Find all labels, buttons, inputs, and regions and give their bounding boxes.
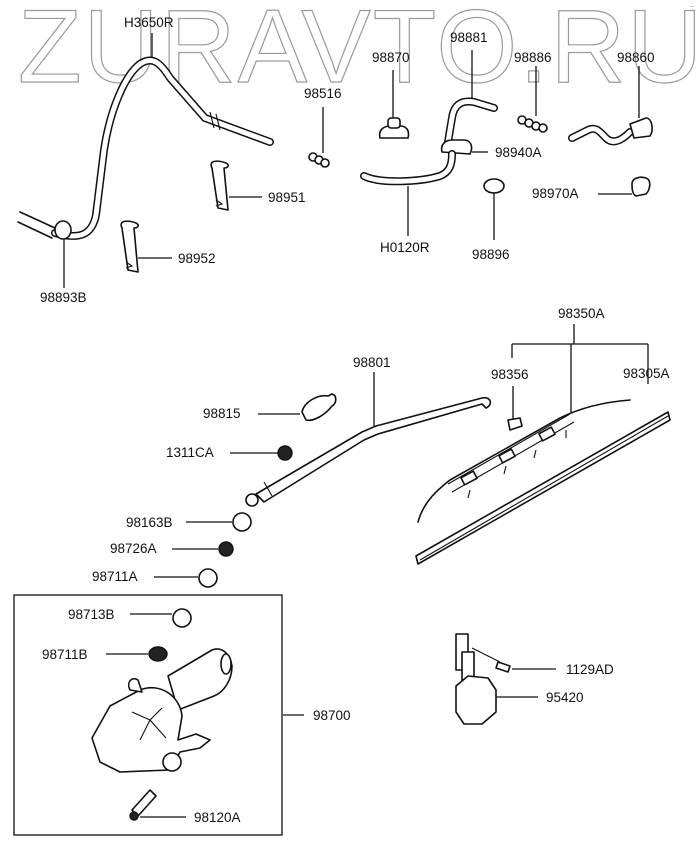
bolt-98120a — [129, 789, 157, 821]
watermark: ZURAVTO.RU — [18, 0, 700, 105]
label-98870: 98870 — [372, 50, 410, 65]
label-98970a: 98970A — [532, 186, 579, 201]
cap-98163b — [232, 512, 252, 532]
connector-98886 — [517, 115, 548, 133]
washer-98711b — [148, 646, 168, 662]
label-98350a: 98350A — [558, 306, 605, 321]
label-98700: 98700 — [313, 708, 351, 723]
motor-assembly-frame — [13, 594, 283, 836]
label-1129ad: 1129AD — [566, 662, 614, 677]
label-98726a: 98726A — [110, 541, 157, 556]
label-98893b: 98893B — [40, 290, 87, 305]
label-98711b: 98711B — [42, 647, 88, 662]
label-1311ca: 1311CA — [166, 445, 214, 460]
label-98951: 98951 — [268, 190, 306, 205]
label-98120a: 98120A — [194, 810, 241, 825]
relay-95420 — [455, 633, 497, 725]
label-98940a: 98940A — [495, 145, 542, 160]
cap-98896 — [483, 178, 505, 194]
wiper-refill-98305a — [415, 411, 671, 565]
label-98815: 98815 — [203, 406, 241, 421]
wiper-blade-98350a — [417, 399, 631, 523]
label-98711a: 98711A — [92, 569, 138, 584]
label-h3650r: H3650R — [124, 15, 174, 30]
clip-98970a — [631, 176, 651, 197]
nut-1311ca — [277, 445, 293, 461]
label-98801: 98801 — [353, 355, 391, 370]
cap-98815 — [301, 393, 337, 422]
label-95420: 95420 — [546, 690, 584, 705]
label-98305a: 98305A — [623, 366, 670, 381]
clip-98951 — [210, 160, 229, 211]
cap-98713b — [172, 608, 192, 628]
label-98952: 98952 — [178, 251, 216, 266]
label-98896: 98896 — [472, 247, 510, 262]
screw-axis-line — [471, 647, 501, 663]
nozzle-98870 — [378, 117, 410, 139]
corner-mark: – — [690, 4, 694, 10]
label-98163b: 98163B — [126, 515, 173, 530]
hose-h3650r — [17, 56, 274, 240]
bracket-98350a — [511, 324, 649, 416]
label-98886: 98886 — [514, 50, 552, 65]
wiper-arm-98801 — [245, 396, 492, 507]
washer-98711a — [198, 568, 218, 588]
hose-98860 — [568, 117, 653, 146]
nut-98726a — [218, 541, 234, 557]
connector-98516 — [308, 152, 330, 168]
label-98860: 98860 — [617, 50, 655, 65]
label-98881: 98881 — [450, 30, 488, 45]
hose-h0120r — [360, 150, 456, 186]
label-h0120r: H0120R — [380, 240, 430, 255]
hose-98881 — [440, 97, 498, 155]
clip-98952 — [120, 220, 139, 273]
wiper-motor-98700 — [91, 648, 233, 773]
adapter-98356 — [507, 417, 523, 431]
label-98356: 98356 — [491, 367, 529, 382]
screw-1129ad — [495, 661, 511, 673]
label-98713b: 98713B — [68, 607, 115, 622]
label-98516: 98516 — [304, 86, 342, 101]
